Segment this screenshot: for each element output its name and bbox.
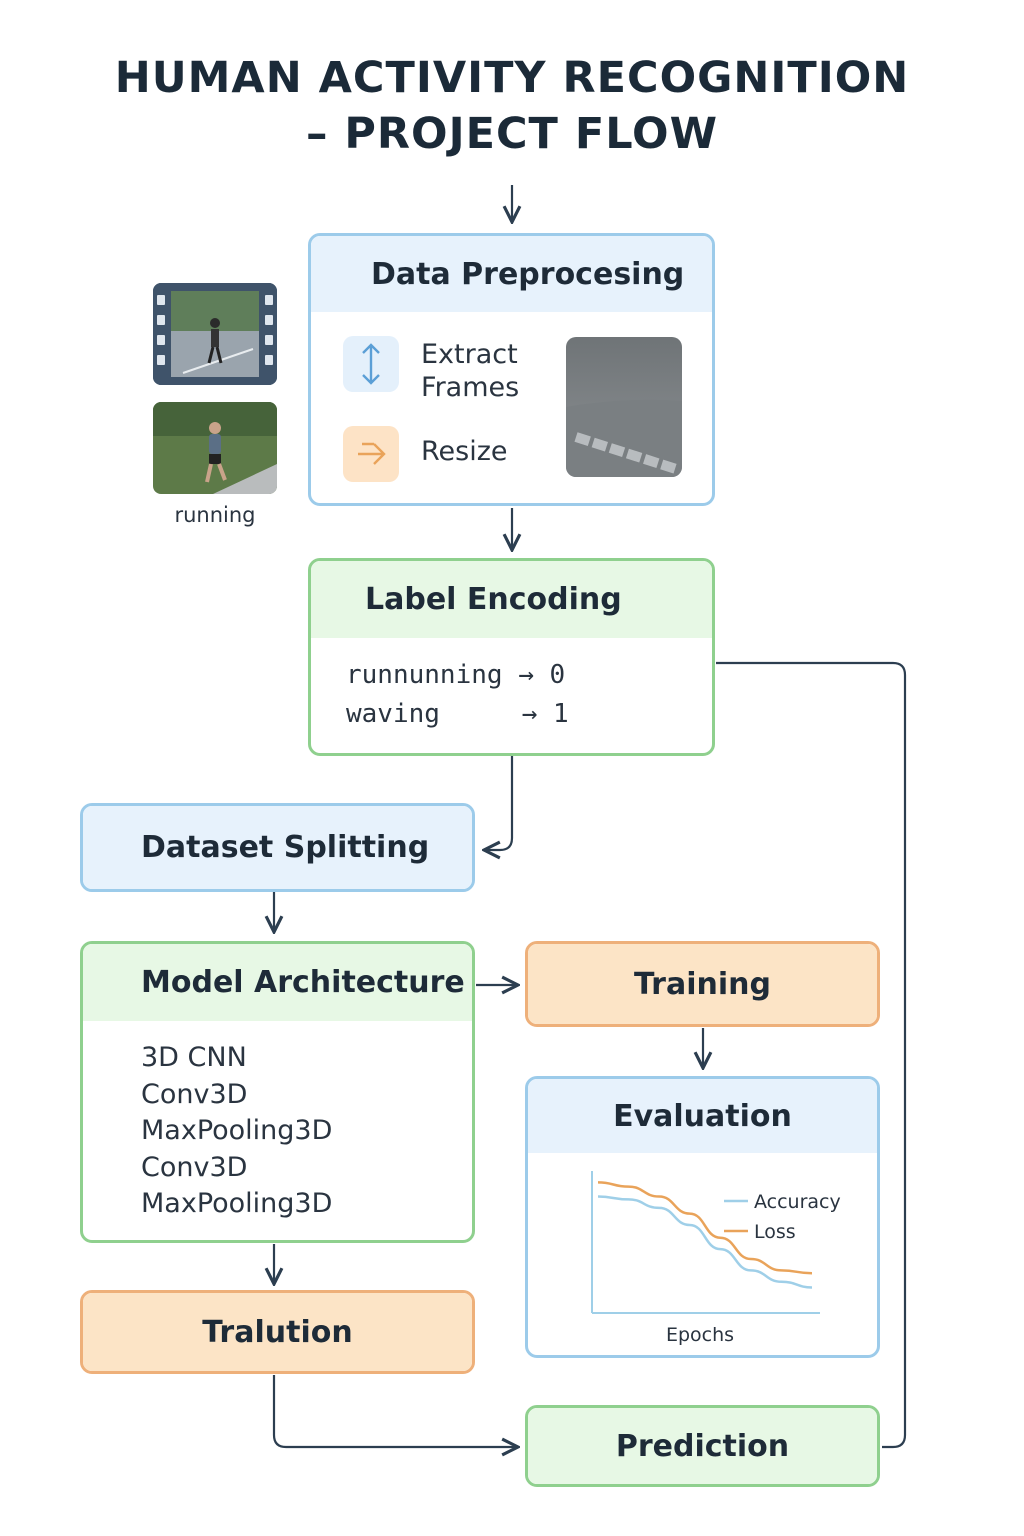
layer-item: Conv3D	[141, 1151, 248, 1183]
tralution-box: Tralution	[80, 1290, 475, 1374]
x-axis-label: Epochs	[666, 1324, 734, 1346]
training-title: Training	[528, 944, 877, 1024]
frame-preview-image	[566, 337, 682, 477]
arrow-encoding-to-splitting	[484, 756, 514, 850]
prediction-box: Prediction	[525, 1405, 880, 1487]
model-architecture-box: Model Architecture 3D CNN Conv3D MaxPool…	[80, 941, 475, 1243]
series-line-accuracy	[597, 1195, 813, 1289]
extract-frames-label: Extract Frames	[421, 338, 519, 404]
encoding-arrow-0: →	[518, 660, 534, 690]
layer-list: 3D CNN Conv3D MaxPooling3D Conv3D MaxPoo…	[141, 1040, 332, 1223]
label-encoding-title: Label Encoding	[311, 561, 712, 638]
prediction-title: Prediction	[528, 1408, 877, 1484]
label-encoding-box: Label Encoding runnunning → 0 waving → 1	[308, 558, 715, 756]
right-arrow-icon	[343, 426, 399, 482]
extract-frames-line1: Extract	[421, 339, 518, 370]
evaluation-title: Evaluation	[528, 1079, 877, 1153]
series-line-loss	[597, 1181, 813, 1275]
encoding-row-1: waving → 1	[346, 696, 569, 732]
encoding-row-0: runnunning → 0	[346, 657, 565, 693]
legend-label-loss: Loss	[754, 1221, 796, 1243]
training-box: Training	[525, 941, 880, 1027]
media-caption: running	[174, 503, 256, 527]
model-architecture-title: Model Architecture	[83, 944, 472, 1021]
line-encoding-to-prediction	[716, 661, 907, 1449]
layer-item: Conv3D	[141, 1078, 248, 1110]
layer-item: MaxPooling3D	[141, 1188, 333, 1219]
page-title-line1: HUMAN ACTIVITY RECOGNITION	[114, 53, 910, 103]
encoding-label-1: waving	[346, 699, 440, 729]
extract-frames-line2: Frames	[421, 372, 520, 403]
vertical-arrows-icon	[343, 336, 399, 392]
resize-label: Resize	[421, 436, 508, 467]
film-strip-icon	[153, 283, 277, 385]
arrow-tralution-to-prediction	[272, 1375, 518, 1447]
runner-photo	[153, 402, 277, 494]
tralution-title: Tralution	[83, 1293, 472, 1371]
encoding-label-0: runnunning	[346, 660, 503, 690]
dataset-splitting-title: Dataset Splitting	[83, 806, 472, 889]
encoding-value-1: 1	[552, 699, 569, 729]
encoding-arrow-1: →	[521, 699, 538, 729]
preprocessing-box: Data Preprocesing Extract Frames Resize	[308, 233, 715, 506]
encoding-value-0: 0	[549, 660, 566, 690]
preprocessing-title: Data Preprocesing	[311, 236, 712, 312]
page-title-line2: – PROJECT FLOW	[305, 109, 719, 159]
layer-item: 3D CNN	[141, 1042, 247, 1073]
legend-label-accuracy: Accuracy	[754, 1191, 841, 1213]
layer-item: MaxPooling3D	[141, 1115, 333, 1146]
dataset-splitting-box: Dataset Splitting	[80, 803, 475, 892]
